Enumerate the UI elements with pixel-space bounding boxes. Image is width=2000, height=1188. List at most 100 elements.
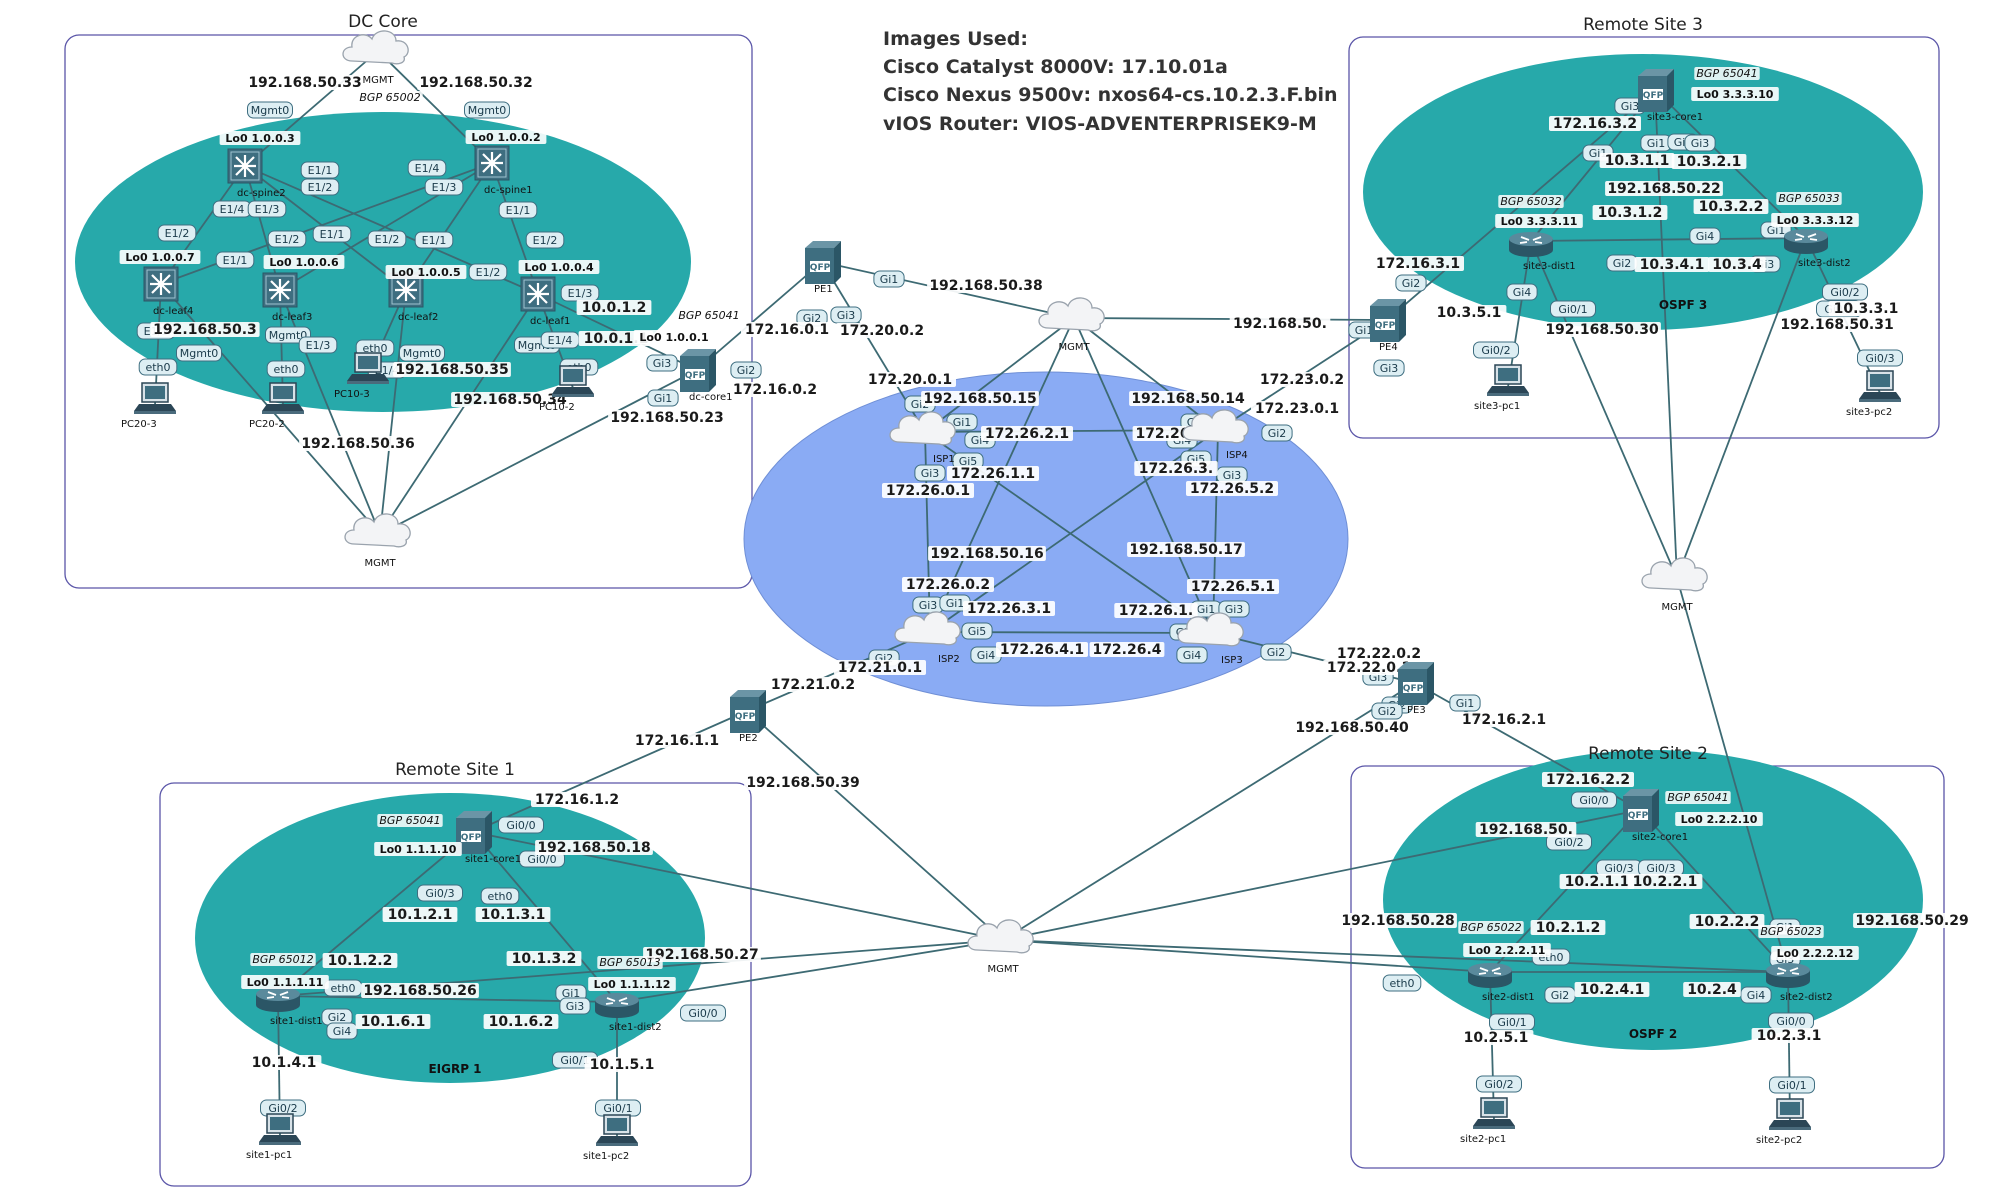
interface-tag-label: Gi1 xyxy=(654,392,673,405)
link-pe2-mgmt_center_bottom xyxy=(746,710,1004,941)
device-site2_pc1[interactable]: site2-pc1 xyxy=(1460,1097,1516,1145)
interface-tag: Gi0/2 xyxy=(1822,283,1868,301)
device-pe3[interactable]: PE3 xyxy=(1398,662,1434,716)
loopback-label: Lo0 1.0.0.2 xyxy=(471,131,540,144)
interface-tag-label: E1/2 xyxy=(375,233,400,246)
cloud-label: ISP1 xyxy=(933,454,955,465)
device-pc10_3[interactable]: PC10-3 xyxy=(334,352,390,400)
interface-tag: E1/1 xyxy=(300,161,340,179)
interface-tag: Gi2 xyxy=(321,1008,353,1026)
ip-address-label: 172.26.3.1 xyxy=(967,601,1051,617)
ip-address-label: 192.168.50.36 xyxy=(301,436,414,452)
ip-address-label: 10.2.1.2 xyxy=(1536,920,1601,936)
cloud-icon xyxy=(1038,297,1105,332)
zone-title: DC Core xyxy=(348,12,418,32)
ip-address-label: 192.168.50. xyxy=(1479,822,1573,838)
router-qfp-icon xyxy=(1623,789,1659,832)
device-label: site3-dist2 xyxy=(1798,258,1851,269)
interface-tag: eth0 xyxy=(138,358,178,376)
ip-address-label: 172.21.0.1 xyxy=(838,660,922,676)
device-label: site2-core1 xyxy=(1632,832,1688,843)
ip-address-label: 172.16.2.2 xyxy=(1546,772,1630,788)
ip-label: 172.26.5.1 xyxy=(1187,579,1279,595)
ip-address-label: 10.3.4.1 xyxy=(1640,257,1705,273)
interface-tag-label: Gi1 xyxy=(1647,137,1666,150)
ip-address-label: 192.168.50.23 xyxy=(610,410,723,426)
ip-address-label: 10.3.1.1 xyxy=(1605,153,1670,169)
device-site3_pc2[interactable]: site3-pc2 xyxy=(1846,370,1902,418)
ip-label: 172.26.3. xyxy=(1134,461,1218,477)
interface-tag-label: E1/2 xyxy=(476,266,501,279)
router-icon xyxy=(1765,962,1811,989)
cloud-label: MGMT xyxy=(987,964,1019,975)
nexus-switch-icon xyxy=(261,271,299,309)
interface-tag: Gi4 xyxy=(1689,227,1721,245)
interface-tag: Gi2 xyxy=(1260,643,1292,661)
device-pc20_2[interactable]: PC20-2 xyxy=(249,382,305,430)
device-label: site1-pc1 xyxy=(246,1150,292,1161)
device-site2_pc2[interactable]: site2-pc2 xyxy=(1756,1098,1812,1146)
device-label: dc-leaf2 xyxy=(398,312,438,323)
device-label: dc-leaf1 xyxy=(530,316,570,327)
device-pe1[interactable]: PE1 xyxy=(805,241,841,295)
ip-label: 172.16.1.2 xyxy=(531,792,623,808)
pc-icon xyxy=(1858,370,1902,403)
device-pe2[interactable]: PE2 xyxy=(730,690,766,744)
bgp-as-label-text: BGP 65022 xyxy=(1460,921,1521,934)
interface-tag-label: Mgmt0 xyxy=(269,329,308,342)
interface-tag-label: eth0 xyxy=(362,342,387,355)
ip-label: 10.3.2.1 xyxy=(1671,154,1747,170)
device-pc20_3[interactable]: PC20-3 xyxy=(121,382,177,430)
ip-address-label: 10.2.5.1 xyxy=(1464,1030,1529,1046)
device-label: dc-spine1 xyxy=(484,185,533,196)
device-pc10_2[interactable]: PC10-2 xyxy=(539,365,595,413)
ip-label: 192.168.50.36 xyxy=(299,436,417,452)
bgp-as-label-text: BGP 65013 xyxy=(599,956,660,969)
ip-label: 10.2.1.2 xyxy=(1530,920,1606,936)
loopback-label: Lo0 1.0.0.6 xyxy=(269,256,339,269)
interface-tag: Gi0/2 xyxy=(1473,341,1519,359)
nexus-switch-icon xyxy=(142,265,180,303)
device-label: PE4 xyxy=(1379,342,1398,353)
device-site1_pc2[interactable]: site1-pc2 xyxy=(583,1114,639,1162)
interface-tag-label: Gi2 xyxy=(1551,989,1570,1002)
interface-tag-label: Gi3 xyxy=(1691,137,1710,150)
interface-tag-label: Gi2 xyxy=(1402,277,1421,290)
device-pe4[interactable]: PE4 xyxy=(1370,299,1406,353)
router-icon xyxy=(255,986,301,1013)
ip-address-label: 172.26.0.1 xyxy=(886,483,970,499)
ip-label: 10.2.5.1 xyxy=(1458,1030,1534,1046)
device-site3_pc1[interactable]: site3-pc1 xyxy=(1474,364,1530,412)
device-label: site1-dist2 xyxy=(609,1022,662,1033)
device-site1_pc1[interactable]: site1-pc1 xyxy=(246,1113,302,1161)
link-mgmt_dc_top-dc_spine2 xyxy=(244,50,379,167)
ip-address-label: 10.3.2.1 xyxy=(1677,154,1742,170)
ip-label: 10.1.3.1 xyxy=(475,907,551,923)
link-mgmt_right-site3_core1 xyxy=(1654,89,1678,579)
ip-address-label: 172.26.0.2 xyxy=(906,577,990,593)
interface-tag: Gi3 xyxy=(646,354,678,372)
interface-tag-label: Gi0/2 xyxy=(1481,344,1510,357)
device-dc_spine1[interactable]: dc-spine1 Lo0 1.0.0.2 xyxy=(465,130,547,196)
ip-address-label: 192.168.50.26 xyxy=(363,983,476,999)
interface-tag-label: E1/3 xyxy=(432,181,457,194)
device-label: dc-leaf4 xyxy=(153,306,193,317)
interface-tag: E1/1 xyxy=(414,231,454,249)
interface-tag: E1/4 xyxy=(540,331,580,349)
